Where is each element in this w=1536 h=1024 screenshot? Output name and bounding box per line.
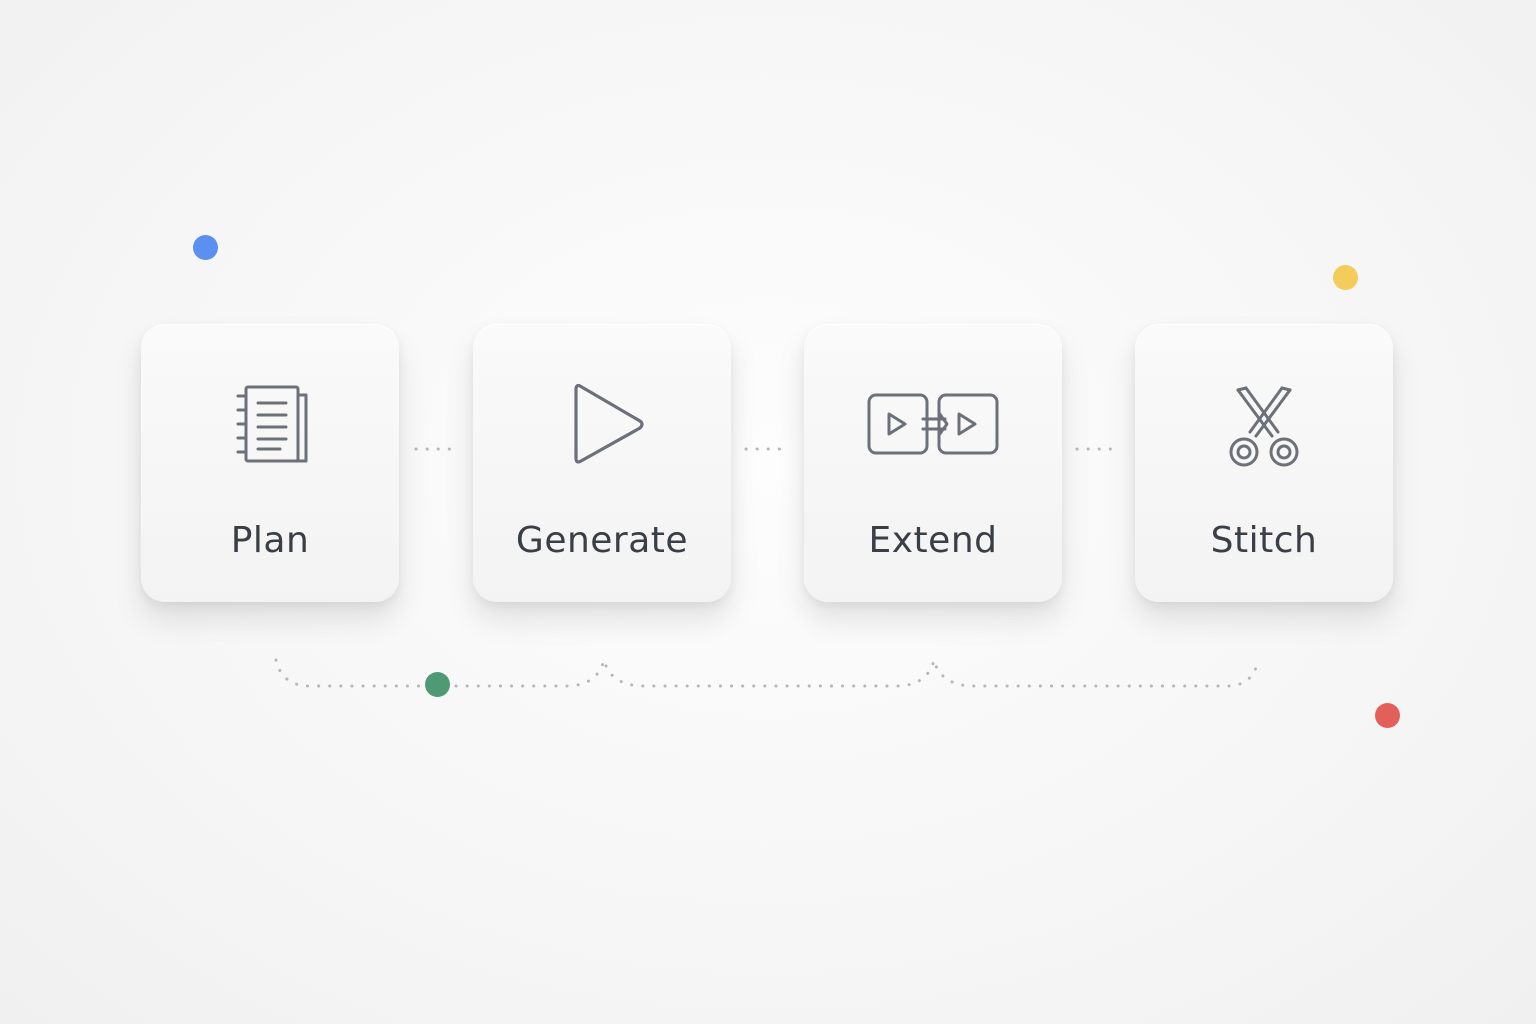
bottom-bracket-path bbox=[274, 658, 1260, 688]
blue-dot bbox=[193, 235, 218, 260]
step-card-generate: Generate bbox=[473, 324, 731, 602]
yellow-dot bbox=[1333, 265, 1358, 290]
play-icon bbox=[473, 376, 731, 472]
red-dot bbox=[1375, 703, 1400, 728]
step-card-stitch: Stitch bbox=[1135, 324, 1393, 602]
step-label: Generate bbox=[515, 520, 689, 561]
scissors-icon bbox=[1135, 376, 1393, 472]
step-label: Plan bbox=[230, 520, 310, 561]
step-card-plan: Plan bbox=[141, 324, 399, 602]
step-label: Stitch bbox=[1210, 520, 1318, 561]
green-dot bbox=[425, 672, 450, 697]
notebook-icon bbox=[141, 376, 399, 472]
step-label: Extend bbox=[868, 520, 998, 561]
step-card-extend: Extend bbox=[804, 324, 1062, 602]
video-extend-icon bbox=[804, 376, 1062, 472]
